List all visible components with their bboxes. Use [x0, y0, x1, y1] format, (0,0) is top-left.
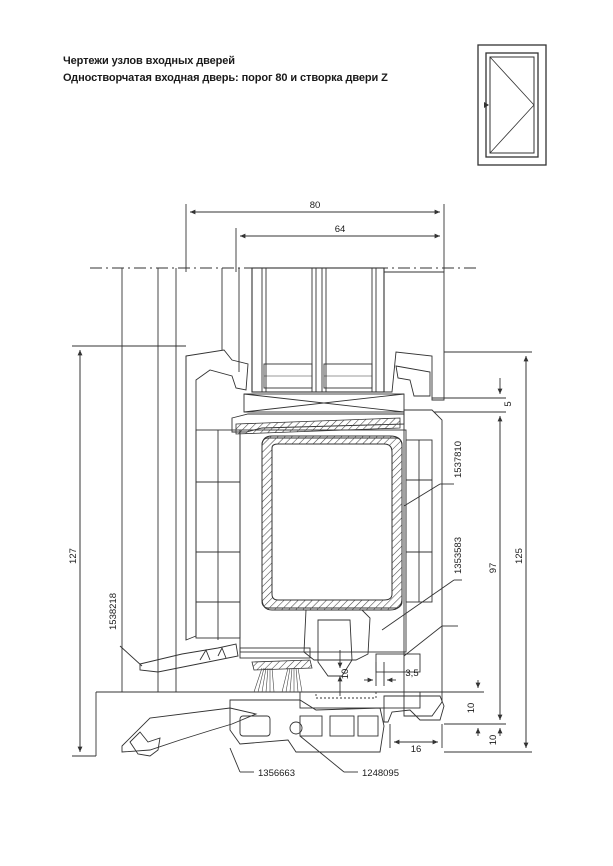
- part-1353583: 1353583: [453, 537, 464, 574]
- dim-5: 5: [503, 401, 514, 406]
- part-1248095: 1248095: [362, 768, 399, 779]
- page-title: Чертежи узлов входных дверей: [63, 55, 235, 67]
- dim-80: 80: [310, 200, 321, 211]
- dim-97: 97: [488, 563, 499, 574]
- dim-10-right: 10: [466, 703, 477, 714]
- part-1537810: 1537810: [453, 441, 464, 478]
- door-symbol-icon: [477, 44, 547, 166]
- top-reinforcement: [235, 417, 401, 435]
- dim-16: 16: [411, 744, 422, 755]
- dim-10-seal: 10: [340, 669, 351, 680]
- page-subtitle: Одностворчатая входная дверь: порог 80 и…: [63, 72, 388, 84]
- part-1356663: 1356663: [258, 768, 295, 779]
- title-block: Чертежи узлов входных дверей Одностворча…: [63, 53, 388, 87]
- brush-seal: [253, 667, 303, 693]
- seal-hatch: [251, 659, 313, 671]
- dim-64: 64: [335, 224, 346, 235]
- dim-127: 127: [68, 548, 79, 564]
- part-1538218: 1538218: [108, 593, 119, 630]
- dim-10-bottom: 10: [488, 735, 499, 746]
- dim-125: 125: [514, 548, 525, 564]
- steel-reinforcement: [261, 435, 403, 611]
- dim-3-5: 3,5: [405, 668, 418, 679]
